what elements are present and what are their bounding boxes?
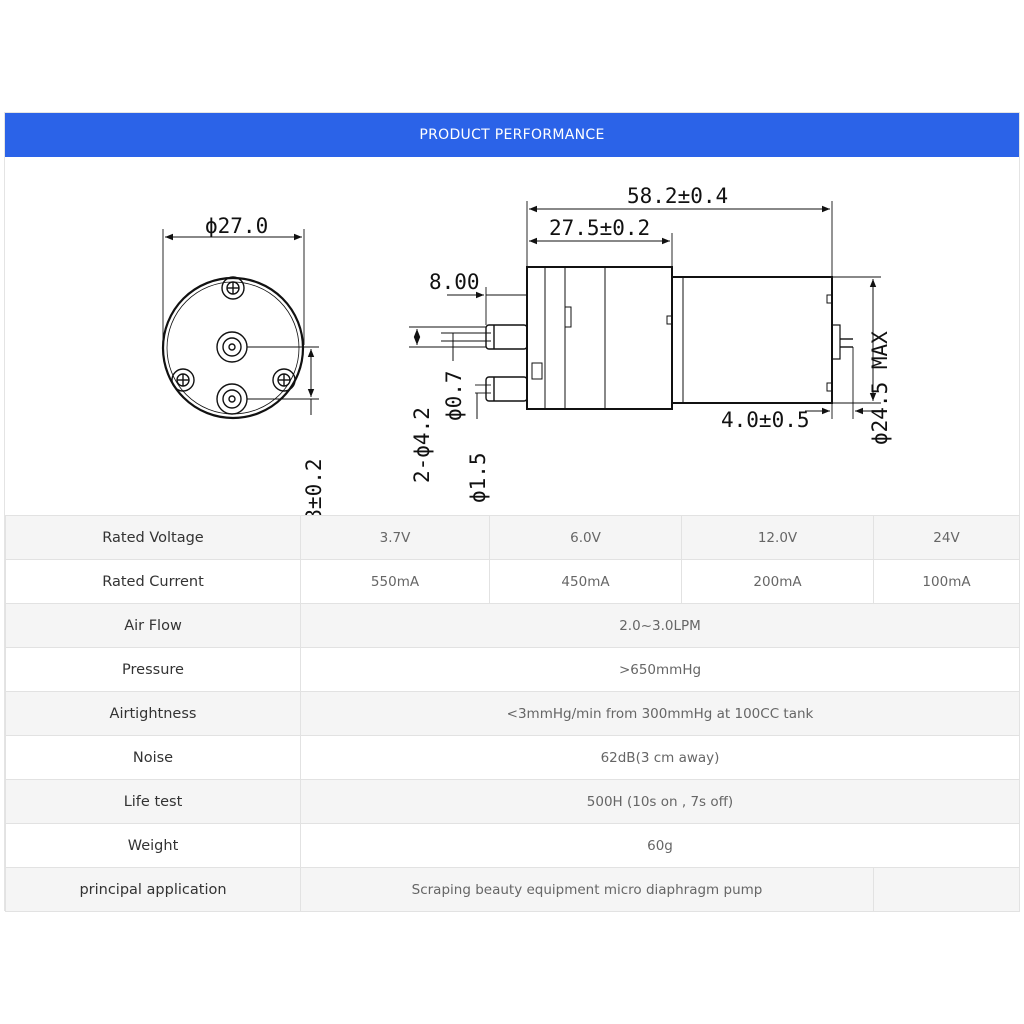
spec-value: 62dB(3 cm away) <box>300 735 1020 780</box>
spec-label: Air Flow <box>5 603 301 648</box>
dimension-label: ϕ1.5 <box>466 452 490 503</box>
table-row: Rated Current 550mA 450mA 200mA 100mA <box>5 559 1020 604</box>
front-view <box>161 229 319 420</box>
spec-value: >650mmHg <box>300 647 1020 692</box>
spec-value: 450mA <box>489 559 682 604</box>
technical-drawing: ϕ27.0 9.8±0.2 58.2±0.4 27.5±0.2 8.00 2-ϕ… <box>5 157 1021 515</box>
dimension-label: 2-ϕ4.2 <box>410 407 434 483</box>
spec-value: 24V <box>873 515 1020 560</box>
pump-dimension-drawing: ϕ27.0 9.8±0.2 58.2±0.4 27.5±0.2 8.00 2-ϕ… <box>161 184 892 515</box>
dimension-label: ϕ0.7 <box>442 370 466 421</box>
dimension-label: 8.00 <box>429 270 480 294</box>
nozzle-icon <box>216 383 248 415</box>
spec-value: 60g <box>300 823 1020 868</box>
spec-label: Pressure <box>5 647 301 692</box>
spec-label: principal application <box>5 867 301 912</box>
table-row: Pressure >650mmHg <box>5 647 1020 692</box>
product-performance-panel: PRODUCT PERFORMANCE <box>4 112 1021 912</box>
dimension-label: 4.0±0.5 <box>721 408 810 432</box>
spec-value: 100mA <box>873 559 1020 604</box>
spec-value: <3mmHg/min from 300mmHg at 100CC tank <box>300 691 1020 736</box>
spec-value: 200mA <box>681 559 874 604</box>
spec-table: Rated Voltage 3.7V 6.0V 12.0V 24V Rated … <box>5 515 1020 912</box>
table-row: principal application Scraping beauty eq… <box>5 867 1020 912</box>
empty-cell <box>873 867 1020 912</box>
spec-value: Scraping beauty equipment micro diaphrag… <box>300 867 874 912</box>
spec-label: Rated Current <box>5 559 301 604</box>
side-view <box>409 201 881 419</box>
spec-value: 3.7V <box>300 515 490 560</box>
spec-value: 12.0V <box>681 515 874 560</box>
table-row: Life test 500H (10s on , 7s off) <box>5 779 1020 824</box>
dimension-label: 9.8±0.2 <box>302 458 326 515</box>
table-row: Weight 60g <box>5 823 1020 868</box>
spec-label: Weight <box>5 823 301 868</box>
spec-value: 500H (10s on , 7s off) <box>300 779 1020 824</box>
dimension-label: 27.5±0.2 <box>549 216 650 240</box>
table-row: Airtightness <3mmHg/min from 300mmHg at … <box>5 691 1020 736</box>
screw-icon <box>171 368 195 392</box>
nozzle-icon <box>216 331 248 363</box>
spec-value: 2.0~3.0LPM <box>300 603 1020 648</box>
screw-icon <box>272 368 296 392</box>
table-row: Air Flow 2.0~3.0LPM <box>5 603 1020 648</box>
spec-value: 550mA <box>300 559 490 604</box>
table-row: Noise 62dB(3 cm away) <box>5 735 1020 780</box>
spec-label: Airtightness <box>5 691 301 736</box>
dimension-label: ϕ24.5 MAX <box>868 331 892 445</box>
table-row: Rated Voltage 3.7V 6.0V 12.0V 24V <box>5 515 1020 560</box>
dimension-label: ϕ27.0 <box>205 214 268 238</box>
spec-value: 6.0V <box>489 515 682 560</box>
screw-icon <box>221 276 245 300</box>
spec-label: Noise <box>5 735 301 780</box>
dimension-label: 58.2±0.4 <box>627 184 728 208</box>
section-header: PRODUCT PERFORMANCE <box>5 113 1019 157</box>
section-title: PRODUCT PERFORMANCE <box>419 127 605 143</box>
spec-label: Life test <box>5 779 301 824</box>
spec-label: Rated Voltage <box>5 515 301 560</box>
